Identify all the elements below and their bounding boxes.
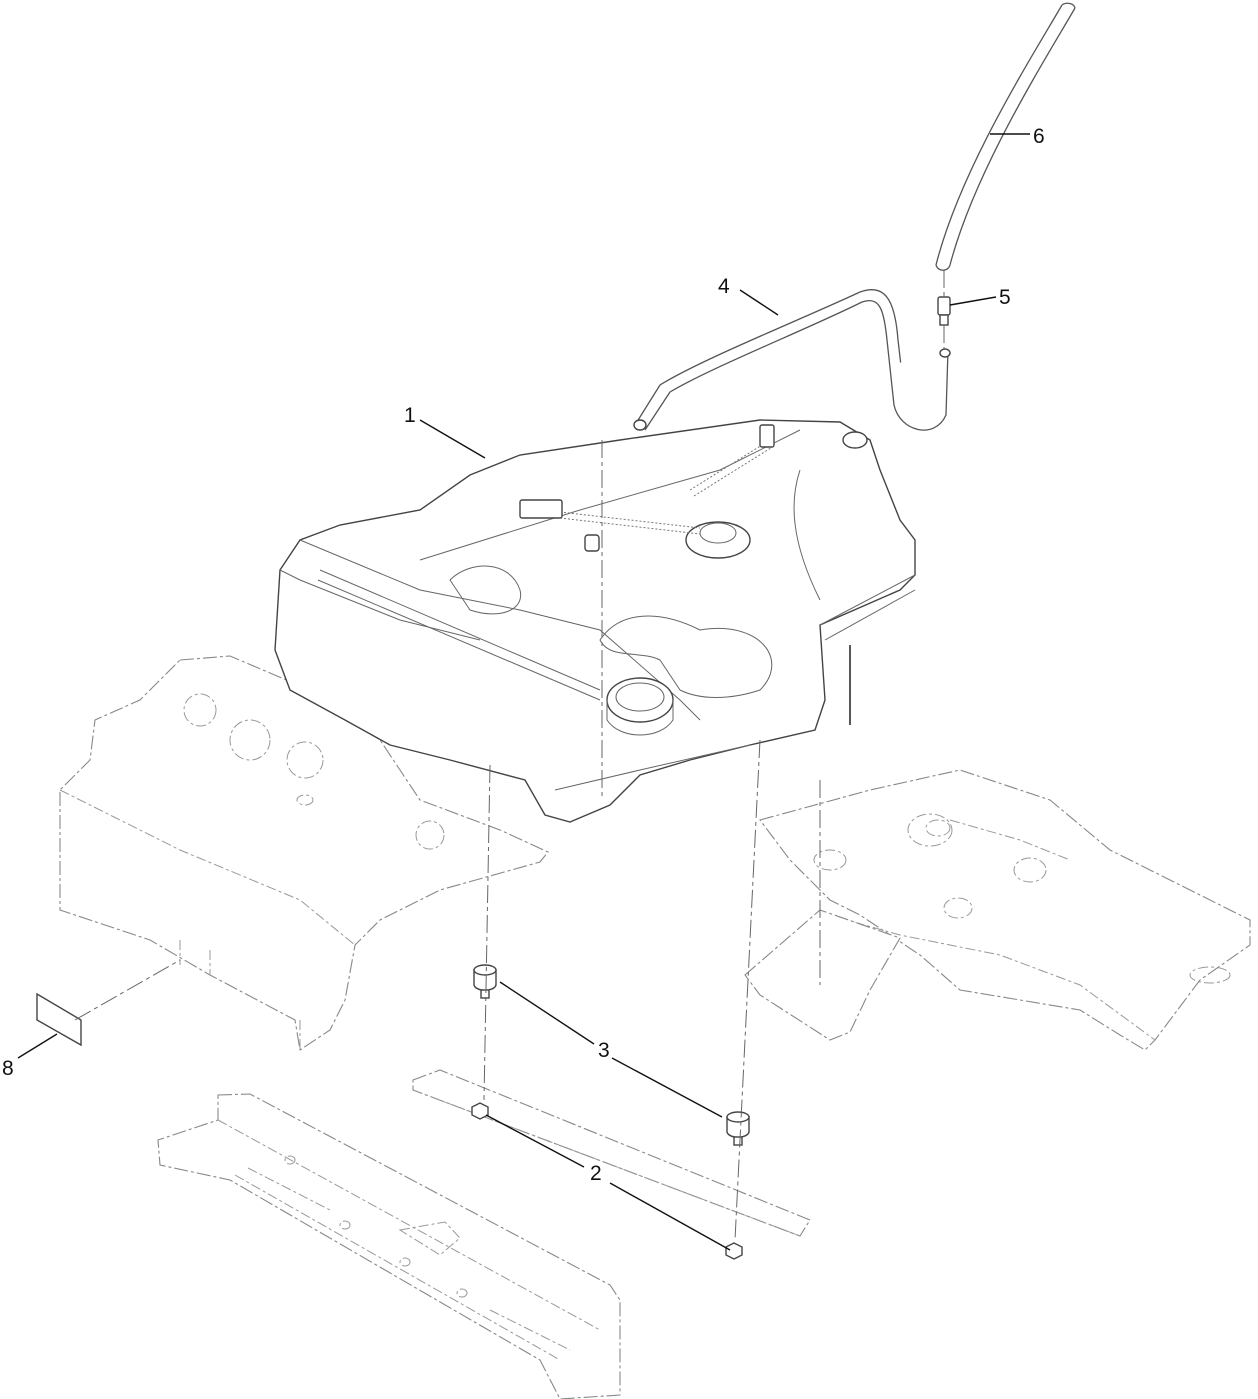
nut-right [725,1242,743,1260]
fitting [937,270,951,350]
callout-5-fitting[interactable]: 5 [999,286,1011,309]
leader-lines [17,133,1030,1251]
mounting-bracket-plate [744,909,901,1041]
frame-rail-phantom [157,1093,621,1399]
callout-8-decal[interactable]: 8 [2,1057,14,1080]
decal [36,992,82,1047]
bumper-right [726,1111,750,1146]
callout-4-vent-hose[interactable]: 4 [718,275,730,298]
right-frame-plate-phantom [759,769,1251,1051]
bumper-left [473,964,497,999]
callout-1-fuel-tank[interactable]: 1 [404,404,416,427]
vent-tube [935,2,1076,271]
callout-2-nut[interactable]: 2 [590,1162,602,1185]
left-frame-plate-phantom [59,655,549,1051]
fuel-tank [274,419,916,823]
callout-6-vent-tube[interactable]: 6 [1033,125,1045,148]
assembly-centerlines [74,440,851,1241]
vent-hose [633,289,951,431]
callout-3-bumper[interactable]: 3 [598,1039,610,1062]
crossbar-phantom [412,1069,811,1237]
nut-left [471,1102,489,1120]
